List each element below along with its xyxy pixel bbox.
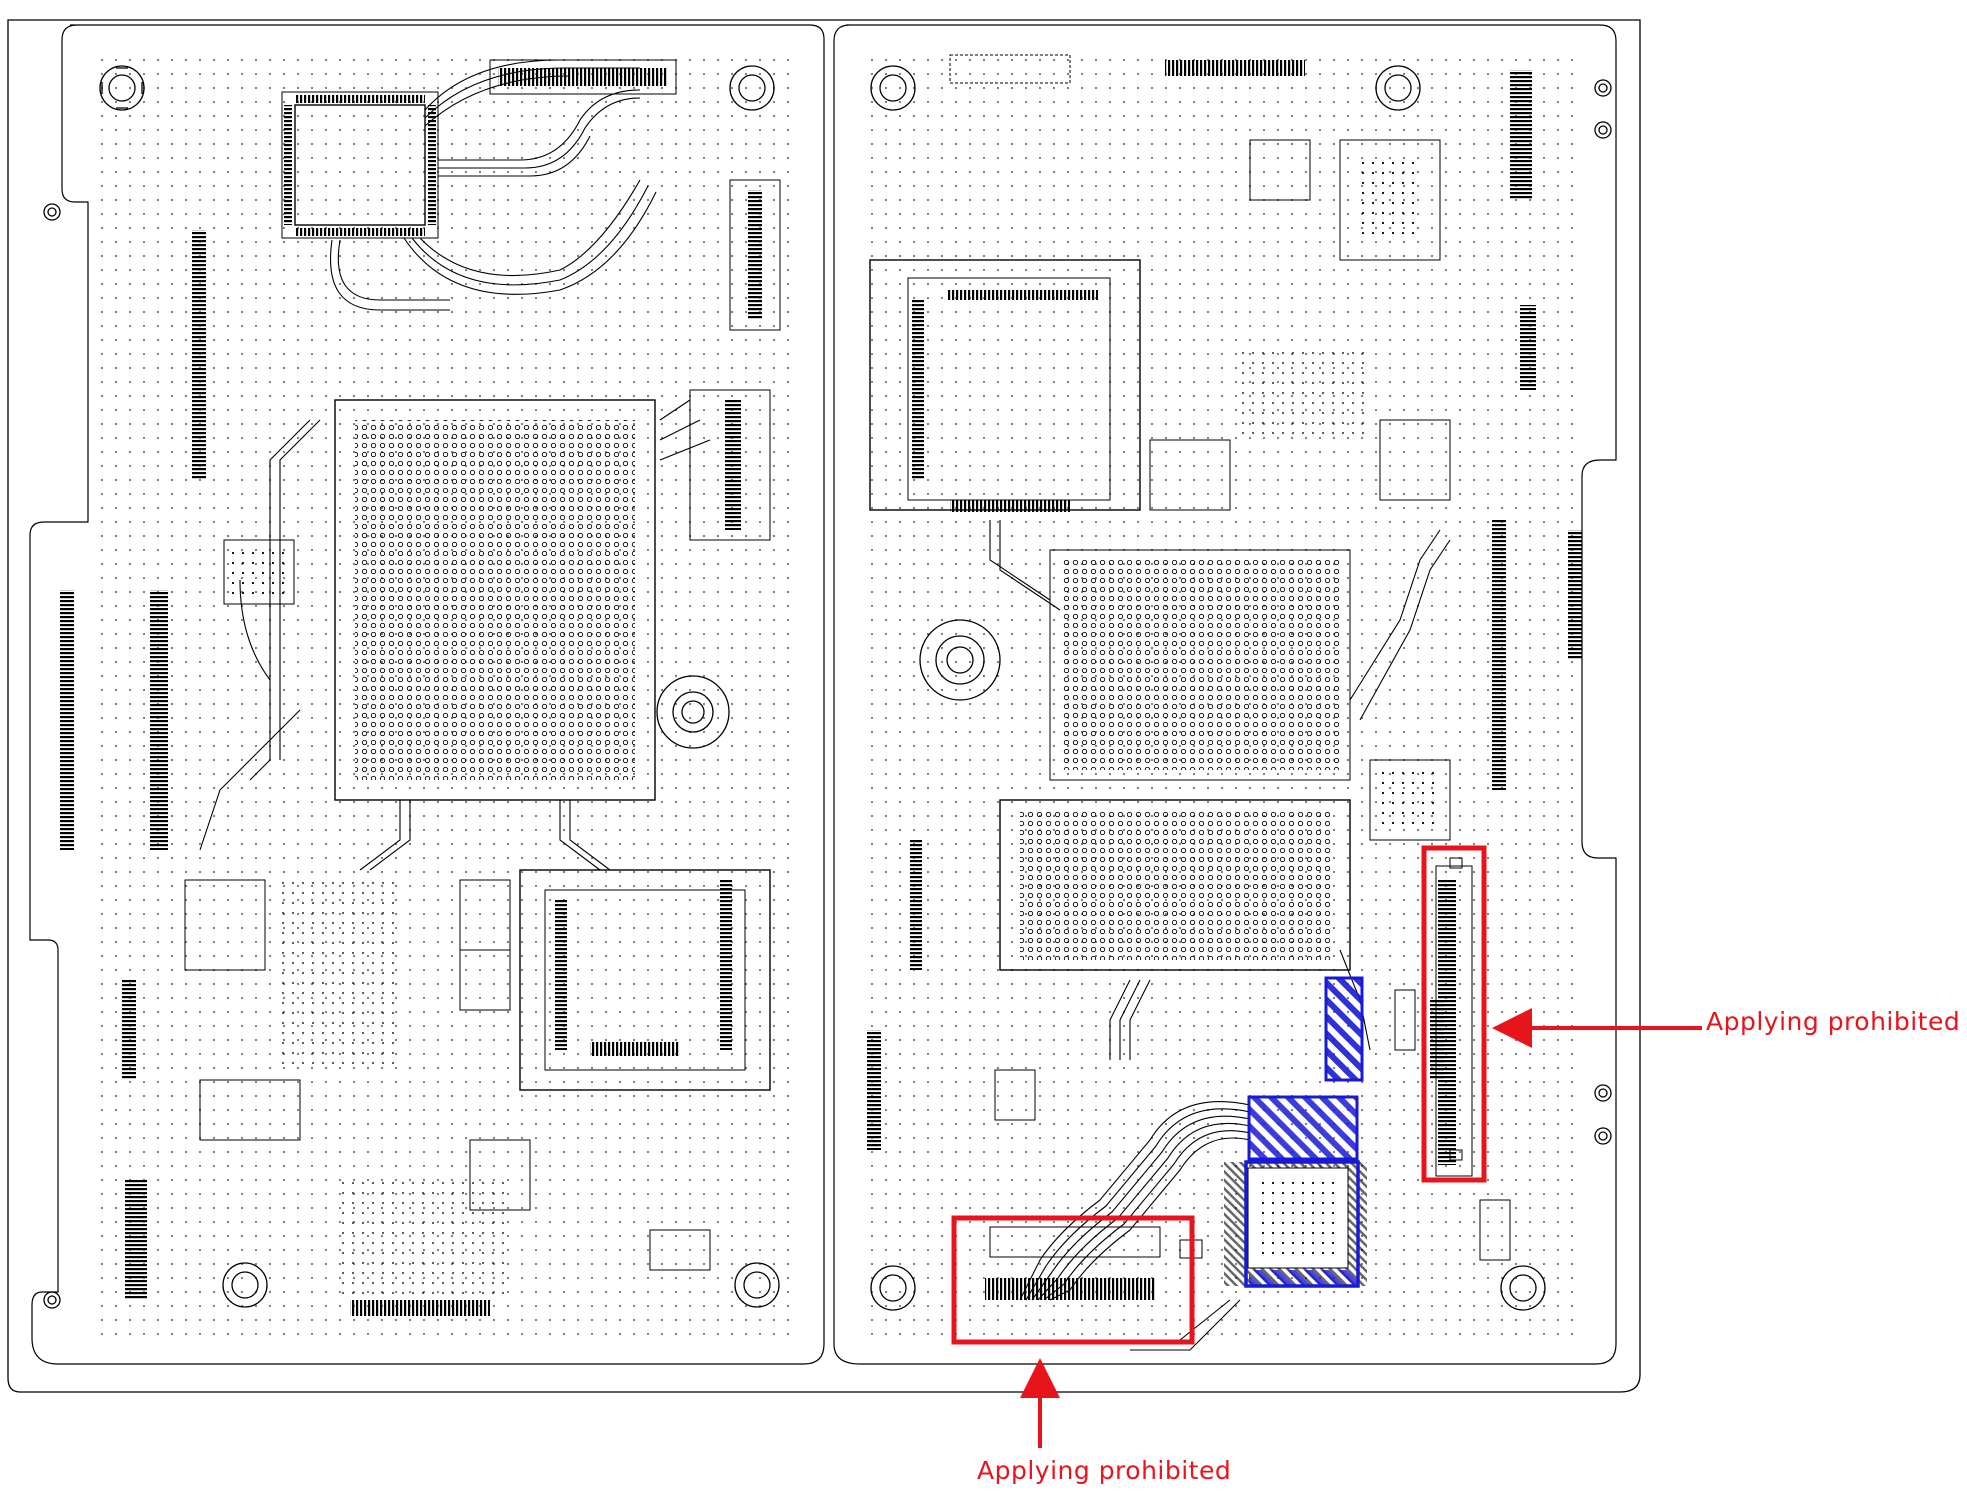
right-connector <box>1435 857 1473 1177</box>
mounting-holes <box>43 65 1612 1311</box>
callout-arrows <box>1020 1008 1702 1448</box>
prohibited-regions <box>951 845 1487 1345</box>
prohibited-region-bottom <box>951 1215 1195 1345</box>
left-panel <box>29 24 825 1365</box>
bottom-connector <box>985 1226 1203 1300</box>
prohibited-region-right <box>1421 845 1487 1183</box>
left-traces <box>199 59 711 871</box>
callout-label-bottom: Applying prohibited <box>977 1456 1232 1485</box>
left-components <box>60 59 781 1316</box>
board-outline <box>7 19 1641 1393</box>
small-hatched-region <box>1326 978 1362 1080</box>
marked-regions <box>1224 976 1367 1288</box>
mid-hatched-region <box>1249 1097 1357 1159</box>
right-components <box>867 54 1582 1261</box>
right-panel <box>833 24 1617 1365</box>
callout-label-right: Applying prohibited <box>1706 1007 1961 1036</box>
